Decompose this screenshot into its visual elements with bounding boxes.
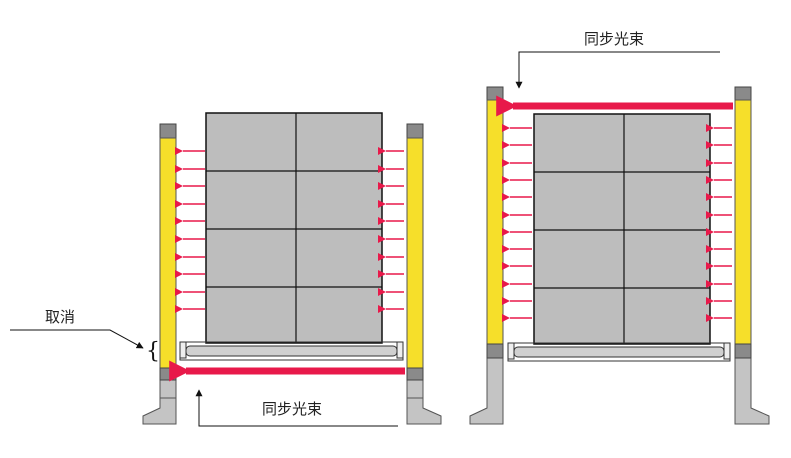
right-pallet-load — [533, 113, 711, 345]
right-emitter-post — [486, 86, 504, 359]
right-scene: 同步光束 — [469, 30, 770, 425]
right-conveyor — [507, 342, 731, 362]
left-post-base-left — [142, 379, 177, 425]
right-sync-beam-callout — [515, 51, 720, 89]
left-emitter-post — [159, 123, 177, 381]
right-sync-beam-label: 同步光束 — [584, 30, 644, 48]
left-sync-beam-label: 同步光束 — [262, 400, 322, 418]
left-post-base-right — [406, 379, 442, 425]
mute-brace: { — [146, 339, 160, 364]
left-beam-arrows — [175, 147, 404, 313]
right-beam-arrows — [502, 124, 732, 322]
left-conveyor — [179, 341, 404, 361]
left-sync-beam-callout — [195, 389, 398, 427]
left-receiver-post — [406, 123, 424, 381]
left-pallet-load — [205, 112, 383, 344]
right-post-base-right — [734, 357, 770, 425]
mute-label: 取消 — [45, 308, 75, 326]
right-receiver-post — [734, 86, 752, 359]
right-post-base-left — [469, 357, 504, 425]
mute-callout — [10, 329, 144, 349]
left-scene: 同步光束 取消 { — [10, 112, 442, 427]
